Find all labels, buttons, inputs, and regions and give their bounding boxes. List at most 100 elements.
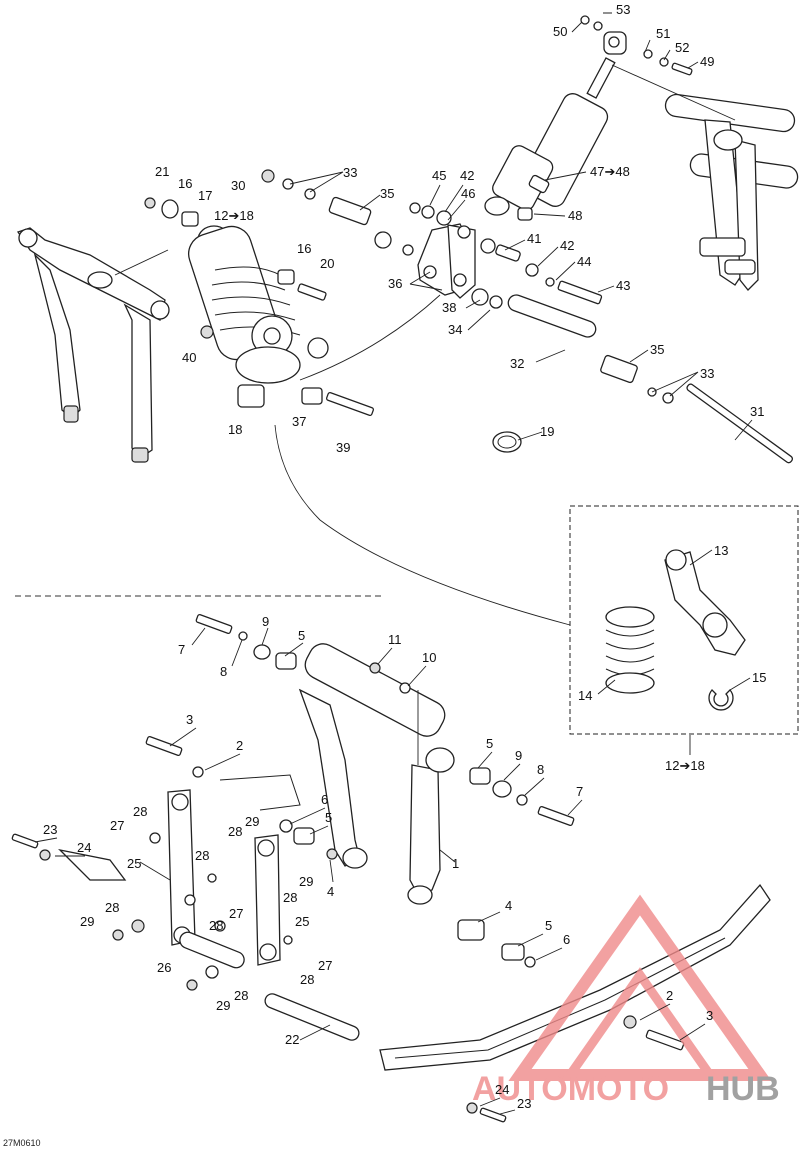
callout-12-18a: 12➔18	[214, 208, 254, 223]
callout-33a: 33	[343, 165, 357, 180]
rear-arm-frame	[664, 93, 799, 291]
callout-23a: 23	[43, 822, 57, 837]
callout-22: 22	[285, 1032, 299, 1047]
callout-31: 31	[750, 404, 764, 419]
callout-28b: 28	[228, 824, 242, 839]
callout-leaders	[34, 12, 753, 1115]
callout-12-18b: 12➔18	[665, 758, 705, 773]
callout-19: 19	[540, 424, 554, 439]
callout-38: 38	[442, 300, 456, 315]
bottom-hardware	[11, 613, 685, 1123]
front-arm	[298, 643, 455, 905]
callout-50: 50	[553, 24, 567, 39]
callout-28e: 28	[209, 918, 223, 933]
callout-32: 32	[510, 356, 524, 371]
callout-28a: 28	[133, 804, 147, 819]
callout-29a: 29	[245, 814, 259, 829]
callout-24b: 24	[495, 1082, 509, 1097]
callout-33b: 33	[700, 366, 714, 381]
rear-shock	[484, 31, 627, 216]
callout-2b: 2	[666, 988, 673, 1003]
callout-43: 43	[616, 278, 630, 293]
callout-6a: 6	[321, 792, 328, 807]
callout-29c: 29	[80, 914, 94, 929]
callout-21: 21	[155, 164, 169, 179]
callout-27c: 27	[318, 958, 332, 973]
callout-9b: 9	[515, 748, 522, 763]
callout-17: 17	[198, 188, 212, 203]
callout-52: 52	[675, 40, 689, 55]
front-shock	[188, 225, 329, 384]
top-hardware	[144, 15, 794, 464]
callout-45: 45	[432, 168, 446, 183]
callout-4a: 4	[327, 884, 334, 899]
callout-28h: 28	[234, 988, 248, 1003]
callout-42b: 42	[560, 238, 574, 253]
callout-16a: 16	[178, 176, 192, 191]
callout-labels: 53 50 51 52 49 47➔48 48 21 16 17 12➔18 3…	[43, 2, 766, 1111]
top-leaders	[114, 64, 736, 626]
callout-7a: 7	[178, 642, 185, 657]
callout-42a: 42	[460, 168, 474, 183]
callout-6b: 6	[563, 932, 570, 947]
callout-53: 53	[616, 2, 630, 17]
callout-35a: 35	[380, 186, 394, 201]
callout-10: 10	[422, 650, 436, 665]
callout-49: 49	[700, 54, 714, 69]
callout-29b: 29	[299, 874, 313, 889]
drawing-code: 27M0610	[3, 1138, 41, 1148]
callout-26: 26	[157, 960, 171, 975]
callout-23b: 23	[517, 1096, 531, 1111]
callout-41: 41	[527, 231, 541, 246]
callout-28g: 28	[300, 972, 314, 987]
callout-13: 13	[714, 543, 728, 558]
front-arm-frame	[16, 227, 170, 463]
callout-29d: 29	[216, 998, 230, 1013]
callout-34: 34	[448, 322, 462, 337]
rear-links	[112, 789, 360, 1041]
watermark-text-automoto: AUTOMOTO	[472, 1070, 669, 1108]
callout-47-48: 47➔48	[590, 164, 630, 179]
callout-14: 14	[578, 688, 592, 703]
callout-11: 11	[388, 632, 402, 647]
callout-27a: 27	[110, 818, 124, 833]
callout-5a: 5	[298, 628, 305, 643]
callout-5b: 5	[486, 736, 493, 751]
callout-7b: 7	[576, 784, 583, 799]
callout-40: 40	[182, 350, 196, 365]
slide-rail	[58, 774, 771, 1071]
spring-inset	[569, 505, 799, 735]
callout-46: 46	[461, 186, 475, 201]
callout-18: 18	[228, 422, 242, 437]
callout-25a: 25	[127, 856, 141, 871]
callout-5d: 5	[545, 918, 552, 933]
callout-9a: 9	[262, 614, 269, 629]
callout-25b: 25	[295, 914, 309, 929]
callout-3b: 3	[706, 1008, 713, 1023]
callout-8a: 8	[220, 664, 227, 679]
callout-1: 1	[452, 856, 459, 871]
callout-4b: 4	[505, 898, 512, 913]
callout-8b: 8	[537, 762, 544, 777]
callout-48: 48	[568, 208, 582, 223]
rocker-link	[417, 223, 476, 299]
callout-5c: 5	[325, 810, 332, 825]
callout-3a: 3	[186, 712, 193, 727]
callout-27b: 27	[229, 906, 243, 921]
callout-15: 15	[752, 670, 766, 685]
callout-28d: 28	[283, 890, 297, 905]
callout-51: 51	[656, 26, 670, 41]
callout-24a: 24	[77, 840, 91, 855]
callout-30: 30	[231, 178, 245, 193]
callout-36: 36	[388, 276, 402, 291]
callout-37: 37	[292, 414, 306, 429]
callout-35b: 35	[650, 342, 664, 357]
callout-2a: 2	[236, 738, 243, 753]
callout-20: 20	[320, 256, 334, 271]
callout-28c: 28	[195, 848, 209, 863]
watermark-logo: AUTOMOTO HUB	[472, 894, 780, 1108]
callout-16b: 16	[297, 241, 311, 256]
watermark-text-hub: HUB	[706, 1070, 780, 1108]
